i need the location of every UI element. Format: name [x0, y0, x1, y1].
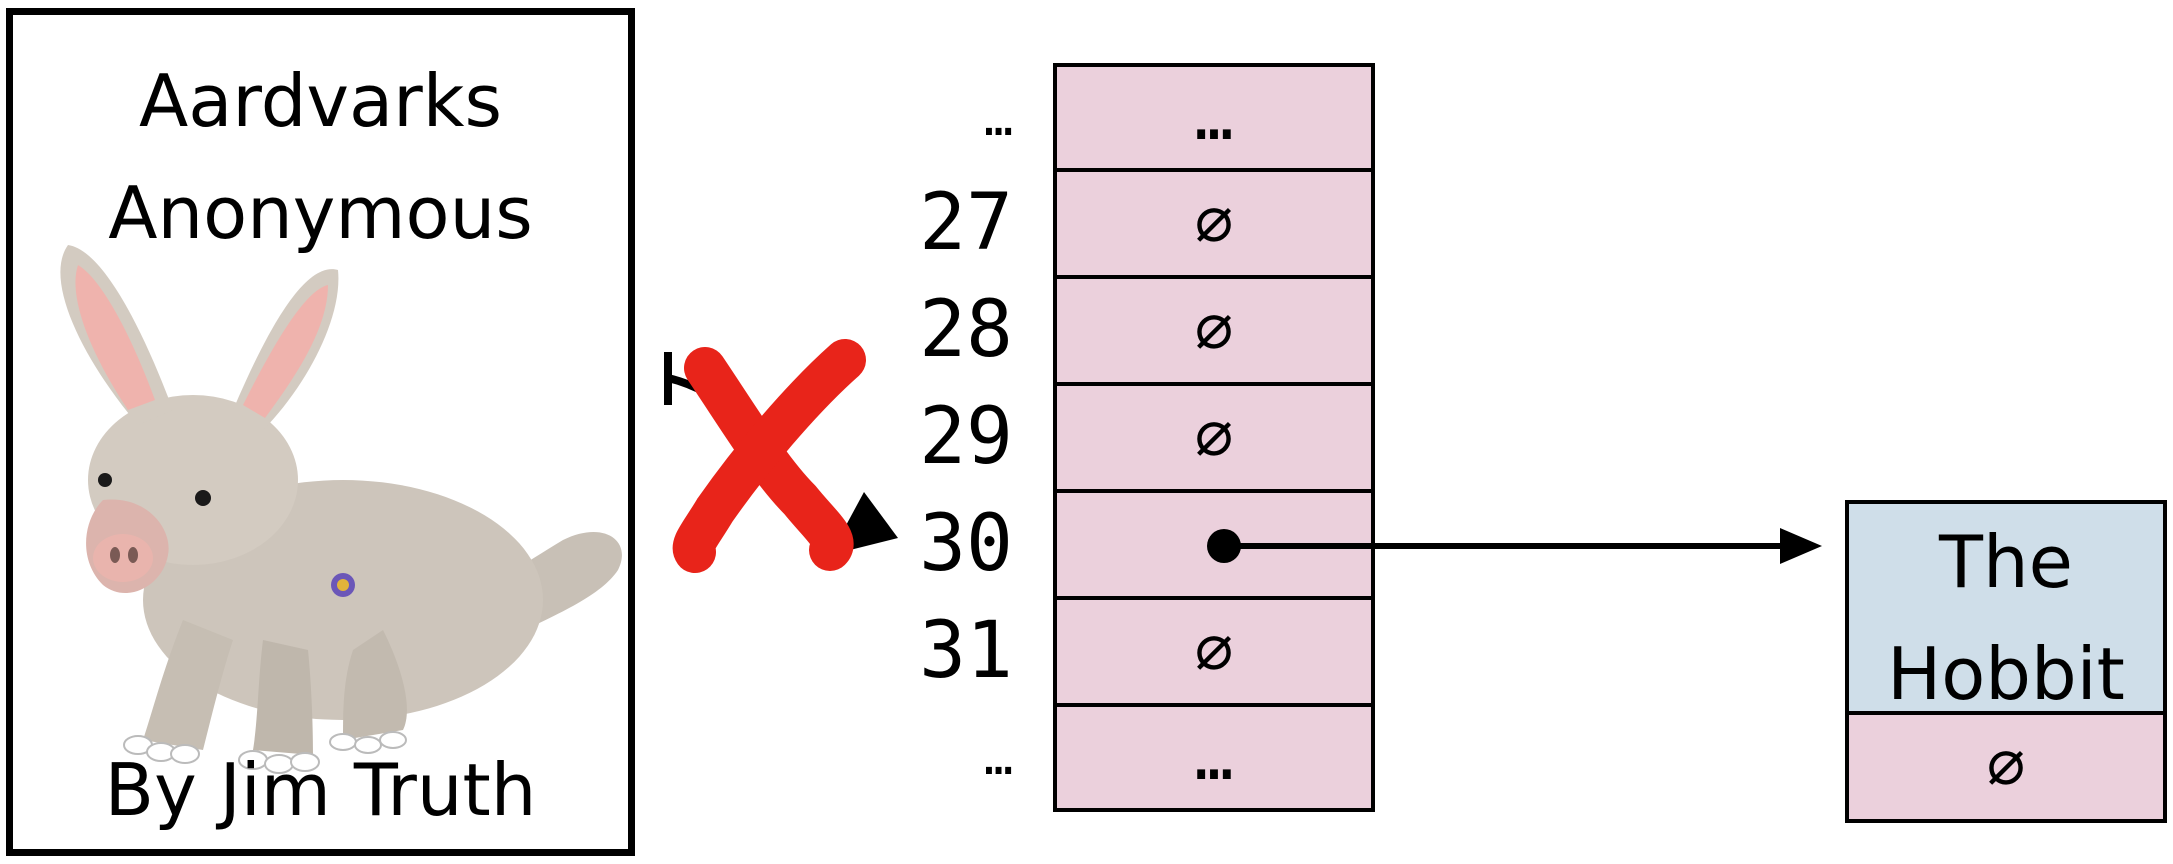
list-node: The Hobbit ∅ — [1845, 500, 2167, 823]
book-author: By Jim Truth — [104, 748, 537, 832]
aardvark-image — [60, 245, 622, 774]
cell-value: ∅ — [1194, 614, 1234, 689]
book-title-line1: Aardvarks — [139, 59, 502, 143]
array-cell: … — [1053, 705, 1375, 812]
cell-value: … — [1194, 720, 1234, 795]
node-title: The Hobbit — [1845, 500, 2167, 716]
array-cell: ∅ — [1053, 384, 1375, 491]
cell-value: ∅ — [1194, 400, 1234, 475]
red-x-cross-icon — [672, 339, 866, 573]
node-next-value: ∅ — [1986, 730, 2026, 804]
array-cell: ∅ — [1053, 598, 1375, 705]
book-title-line2: Anonymous — [108, 171, 533, 255]
index-label: 31 — [919, 606, 1013, 696]
cell-value: ∅ — [1194, 186, 1234, 261]
book-card: Aardvarks Anonymous — [6, 8, 635, 856]
index-label: 27 — [919, 178, 1013, 268]
node-title-line1: The — [1939, 520, 2073, 604]
node-title-line2: Hobbit — [1887, 632, 2125, 716]
node-next: ∅ — [1845, 715, 2167, 823]
array-cell: ∅ — [1053, 170, 1375, 277]
cell-value: … — [1194, 80, 1234, 155]
index-label: … — [984, 91, 1013, 147]
index-label: 30 — [919, 499, 1013, 589]
book-title: Aardvarks Anonymous — [13, 45, 628, 269]
index-label: … — [984, 730, 1013, 786]
cell-value: ∅ — [1194, 293, 1234, 368]
array-cell: ∅ — [1053, 277, 1375, 384]
index-label: 28 — [919, 285, 1013, 375]
arrow-icon — [1220, 528, 1822, 564]
array-cell: … — [1053, 63, 1375, 170]
index-label: 29 — [919, 392, 1013, 482]
